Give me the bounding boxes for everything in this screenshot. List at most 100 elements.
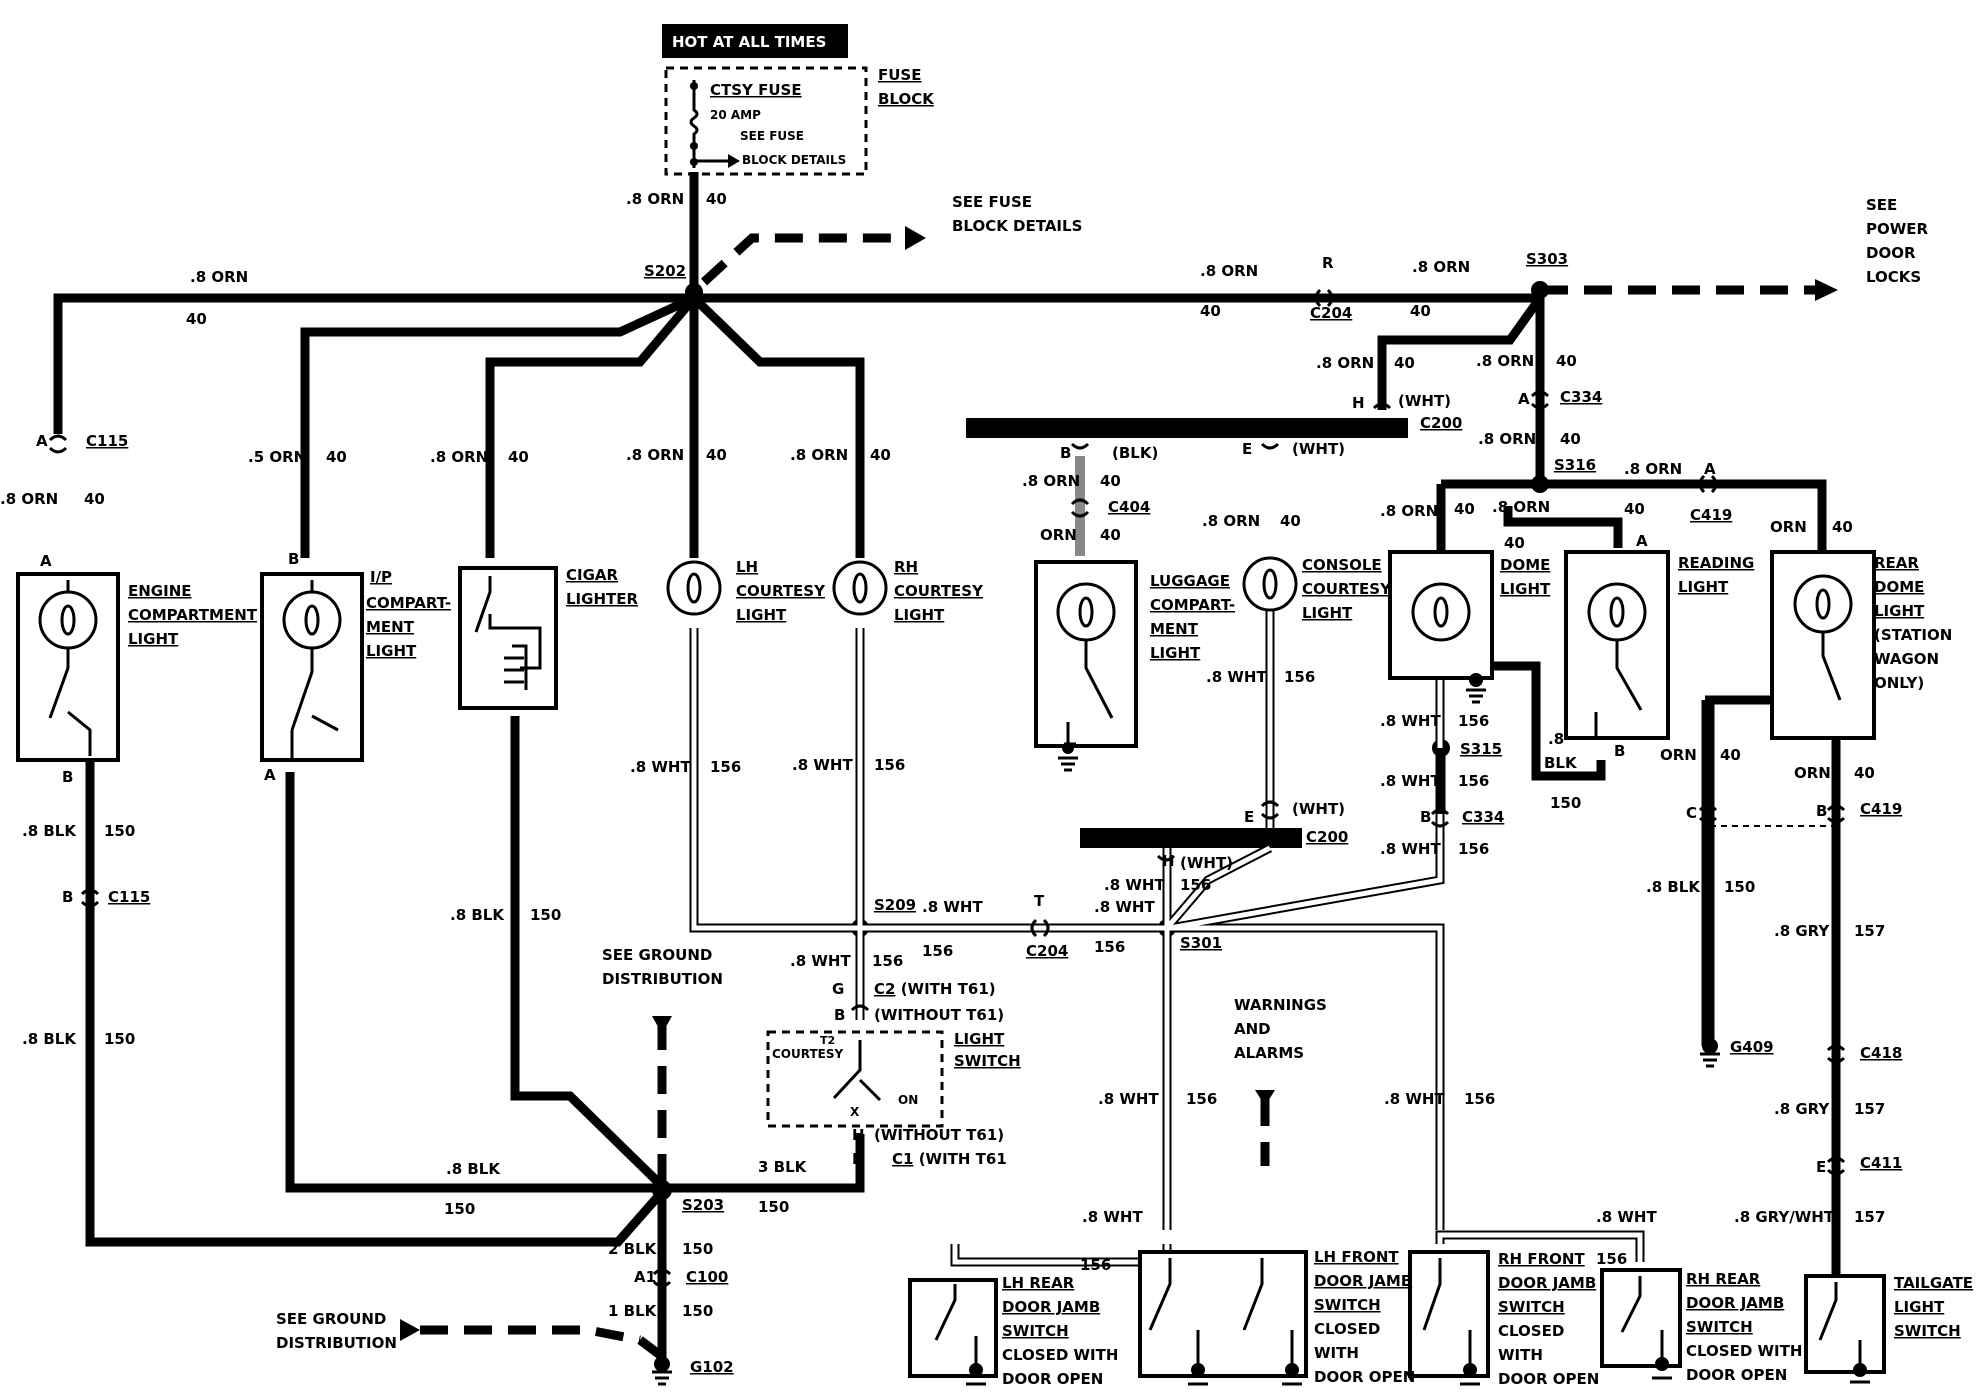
c200-connector-bar-top bbox=[966, 418, 1408, 438]
fuse-block-box bbox=[664, 66, 868, 176]
wire-dot8-dome-gnd: .8 bbox=[1548, 730, 1564, 748]
svg-text:DOME: DOME bbox=[1874, 578, 1924, 596]
wire-wht-light-switch: .8 WHT bbox=[790, 952, 851, 970]
console-courtesy-bulb-icon bbox=[1242, 556, 1298, 612]
wire-grywht: .8 GRY/WHT bbox=[1734, 1208, 1835, 1226]
wire-blk-engine-2: .8 BLK bbox=[22, 1030, 77, 1048]
wire-156-rh: 156 bbox=[874, 756, 905, 774]
g102-ground-dot bbox=[654, 1356, 670, 1372]
svg-text:WAGON: WAGON bbox=[1874, 650, 1939, 668]
pin-c-c419: C bbox=[1686, 804, 1697, 822]
splice-s316 bbox=[1531, 475, 1549, 493]
svg-text:WITH: WITH bbox=[1314, 1344, 1359, 1362]
wire-wht-lh: .8 WHT bbox=[630, 758, 691, 776]
svg-text:LUGGAGE: LUGGAGE bbox=[1150, 572, 1230, 590]
wire-150-dome-gnd: 150 bbox=[1550, 794, 1581, 812]
lh-front-door-jamb-switch-box bbox=[1138, 1250, 1308, 1378]
wire-wht-rh-rear: .8 WHT bbox=[1596, 1208, 1657, 1226]
wht-c200-h: (WHT) bbox=[1180, 854, 1233, 872]
wire-157-c411: 157 bbox=[1854, 1100, 1885, 1118]
wire-150-g409: 150 bbox=[1724, 878, 1755, 896]
label-c411: C411 bbox=[1860, 1154, 1902, 1172]
pin-a-c334: A bbox=[1518, 390, 1530, 408]
wire-40-console: 40 bbox=[1280, 512, 1301, 530]
pin-a-engine: A bbox=[40, 552, 52, 570]
wire-orn-c334: .8 ORN bbox=[1478, 430, 1536, 448]
svg-text:LIGHT: LIGHT bbox=[1894, 1298, 1945, 1316]
wire-40-top-left: 40 bbox=[186, 310, 207, 328]
wire-gry-c411: .8 GRY bbox=[1774, 1100, 1830, 1118]
rh-rear-ground-dot bbox=[1655, 1357, 1669, 1371]
see-fuse-label: SEE FUSE bbox=[740, 129, 804, 143]
wire-40-engine: 40 bbox=[84, 490, 105, 508]
see-ground-1: SEE GROUND bbox=[602, 946, 712, 964]
svg-text:CIGAR: CIGAR bbox=[566, 566, 619, 584]
label-c100: C100 bbox=[686, 1268, 728, 1286]
label-s315: S315 bbox=[1460, 740, 1502, 758]
wire-157-c418: 157 bbox=[1854, 922, 1885, 940]
wire-wht-console: .8 WHT bbox=[1206, 668, 1267, 686]
hot-at-all-times-label: HOT AT ALL TIMES bbox=[672, 33, 826, 51]
warnings-1: WARNINGS bbox=[1234, 996, 1327, 1014]
wire-blk-2: 2 BLK bbox=[608, 1240, 658, 1258]
wire-wht-s301-b: .8 WHT bbox=[1094, 898, 1155, 916]
luggage-light-bulb-icon bbox=[1056, 582, 1116, 642]
wht-c200-e-bottom: (WHT) bbox=[1292, 800, 1345, 818]
svg-text:LIGHT: LIGHT bbox=[894, 606, 945, 624]
lh-rear-ground-dot bbox=[969, 1363, 983, 1377]
wire-156-dome: 156 bbox=[1458, 712, 1489, 730]
pin-e-c411: E bbox=[1816, 1158, 1826, 1176]
svg-text:CONSOLE: CONSOLE bbox=[1302, 556, 1382, 574]
cigar-lighter-box bbox=[458, 566, 558, 710]
engine-light-bulb-icon bbox=[38, 590, 98, 650]
label-g102: G102 bbox=[690, 1358, 734, 1376]
lh-front-ground-dot-1 bbox=[1191, 1363, 1205, 1377]
label-c115-bottom: C115 bbox=[108, 888, 150, 906]
wire-40-rear-dome: 40 bbox=[1832, 518, 1853, 536]
wire-wht-rh: .8 WHT bbox=[792, 756, 853, 774]
svg-text:(STATION: (STATION bbox=[1874, 626, 1952, 644]
wire-156-s209: 156 bbox=[922, 942, 953, 960]
wire-40-s303: 40 bbox=[1556, 352, 1577, 370]
pin-a-c419: A bbox=[1704, 460, 1716, 478]
wire-wht-lh-front: .8 WHT bbox=[1098, 1090, 1159, 1108]
wire-orn-top-left: .8 ORN bbox=[190, 268, 248, 286]
wire-40-c419: 40 bbox=[1854, 764, 1875, 782]
svg-text:WITH: WITH bbox=[1498, 1346, 1543, 1364]
pin-b-c419: B bbox=[1816, 802, 1827, 820]
svg-text:LIGHT: LIGHT bbox=[1874, 602, 1925, 620]
see-pdl-2: POWER bbox=[1866, 220, 1929, 238]
svg-text:LIGHTER: LIGHTER bbox=[566, 590, 638, 608]
svg-text:LIGHT: LIGHT bbox=[1500, 580, 1551, 598]
svg-text:CLOSED: CLOSED bbox=[1314, 1320, 1380, 1338]
svg-text:DOOR OPEN: DOOR OPEN bbox=[1002, 1370, 1103, 1388]
see-ground-3: SEE GROUND bbox=[276, 1310, 386, 1328]
svg-text:LIGHT: LIGHT bbox=[1678, 578, 1729, 596]
wire-40-reading-a: 40 bbox=[1504, 534, 1525, 552]
wire-blk-1: 1 BLK bbox=[608, 1302, 658, 1320]
svg-text:DOME: DOME bbox=[1500, 556, 1550, 574]
wire-156-light-switch: 156 bbox=[872, 952, 903, 970]
svg-text:LIGHT: LIGHT bbox=[954, 1030, 1005, 1048]
fuse-block-label-1: FUSE bbox=[878, 66, 921, 84]
svg-text:DOOR JAMB: DOOR JAMB bbox=[1314, 1272, 1412, 1290]
wire-156-c204: 156 bbox=[1094, 938, 1125, 956]
label-c200-bottom: C200 bbox=[1306, 828, 1348, 846]
pin-e-c200-bottom: E bbox=[1244, 808, 1254, 826]
pin-b-reading: B bbox=[1614, 742, 1625, 760]
wire-156-c334: 156 bbox=[1458, 840, 1489, 858]
wire-blk-cigar: .8 BLK bbox=[450, 906, 505, 924]
svg-text:DOOR OPEN: DOOR OPEN bbox=[1686, 1366, 1787, 1384]
svg-text:REAR: REAR bbox=[1874, 554, 1919, 572]
wire-wht-dome: .8 WHT bbox=[1380, 712, 1441, 730]
see-pdl-4: LOCKS bbox=[1866, 268, 1921, 286]
rear-dome-bulb-icon bbox=[1793, 574, 1853, 634]
rh-rear-door-jamb-switch-box bbox=[1600, 1268, 1682, 1368]
wire-40-top-right: 40 bbox=[1410, 302, 1431, 320]
svg-text:RH REAR: RH REAR bbox=[1686, 1270, 1761, 1288]
wire-40-g409: 40 bbox=[1720, 746, 1741, 764]
fuse-block-label-2: BLOCK bbox=[878, 90, 935, 108]
wire-orn-fuse: .8 ORN bbox=[626, 190, 684, 208]
svg-text:COMPART-: COMPART- bbox=[1150, 596, 1235, 614]
svg-text:MENT: MENT bbox=[366, 618, 415, 636]
